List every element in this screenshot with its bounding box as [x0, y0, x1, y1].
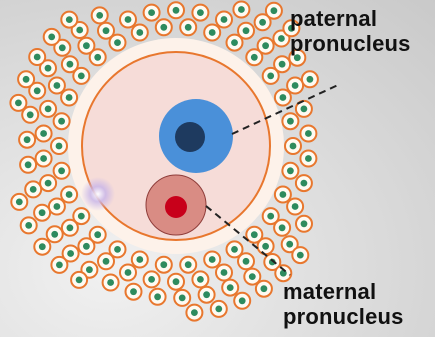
follicle-cell-icon [258, 238, 274, 254]
follicle-cell-icon [51, 257, 67, 273]
follicle-cell-icon [49, 199, 65, 215]
follicle-cell-icon [54, 113, 70, 129]
follicle-cell-icon [258, 38, 274, 54]
follicle-cell-icon [20, 157, 36, 173]
follicle-cell-icon [61, 187, 77, 203]
follicle-cell-icon [34, 239, 50, 255]
follicle-cell-icon [78, 38, 94, 54]
maternal-nucleolus [165, 196, 187, 218]
follicle-cell-icon [282, 113, 298, 129]
follicle-cell-icon [10, 95, 26, 111]
follicle-cell-icon [132, 25, 148, 41]
follicle-cell-icon [103, 275, 119, 291]
follicle-cell-icon [36, 126, 52, 142]
follicle-cell-icon [282, 163, 298, 179]
follicle-cell-icon [180, 19, 196, 35]
follicle-cell-icon [29, 49, 45, 65]
follicle-cell-icon [234, 293, 250, 309]
follicle-cell-icon [300, 126, 316, 142]
follicle-cell-icon [156, 19, 172, 35]
follicle-cell-icon [199, 287, 215, 303]
follicle-cell-icon [186, 305, 202, 321]
follicle-cell-icon [238, 253, 254, 269]
follicle-cell-icon [287, 199, 303, 215]
paternal-label-line-2: pronucleus [290, 31, 411, 56]
follicle-cell-icon [296, 216, 312, 232]
paternal-label-line-1: paternal [290, 6, 377, 31]
follicle-cell-icon [98, 253, 114, 269]
follicle-cell-icon [174, 290, 190, 306]
follicle-cell-icon [62, 56, 78, 72]
follicle-cell-icon [274, 56, 290, 72]
follicle-cell-icon [21, 217, 37, 233]
follicle-cell-icon [275, 90, 291, 106]
follicle-cell-icon [222, 280, 238, 296]
follicle-cell-icon [144, 5, 160, 21]
follicle-cell-icon [71, 272, 87, 288]
follicle-cell-icon [180, 257, 196, 273]
follicle-cell-icon [126, 284, 142, 300]
follicle-cell-icon [287, 78, 303, 94]
maternal-label-line-1: maternal [283, 279, 376, 304]
follicle-cell-icon [120, 12, 136, 28]
maternal-label-line-2: pronucleus [283, 304, 404, 329]
follicle-cell-icon [156, 257, 172, 273]
follicle-cell-icon [19, 132, 35, 148]
follicle-cell-icon [256, 281, 272, 297]
follicle-cell-icon [302, 71, 318, 87]
follicle-cell-icon [204, 252, 220, 268]
follicle-cell-icon [47, 226, 63, 242]
follicle-cell-icon [44, 29, 60, 45]
follicle-cell-icon [61, 90, 77, 106]
follicle-cell-icon [150, 289, 166, 305]
follicle-cell-icon [40, 175, 56, 191]
follicle-cell-icon [192, 5, 208, 21]
follicle-cell-icon [120, 265, 136, 281]
follicle-cell-icon [144, 271, 160, 287]
follicle-cell-icon [132, 252, 148, 268]
follicle-cell-icon [274, 220, 290, 236]
follicle-cell-icon [233, 2, 249, 18]
follicle-cell-icon [296, 175, 312, 191]
follicle-cell-icon [192, 271, 208, 287]
follicle-cell-icon [51, 138, 67, 154]
polar-body-icon [81, 177, 115, 211]
follicle-cell-icon [25, 181, 41, 197]
follicle-cell-icon [300, 151, 316, 167]
follicle-cell-icon [204, 25, 220, 41]
follicle-cell-icon [292, 247, 308, 263]
follicle-cell-icon [40, 101, 56, 117]
follicle-cell-icon [49, 78, 65, 94]
follicle-cell-icon [18, 71, 34, 87]
paternal-pronucleus-label: paternal pronucleus [290, 6, 411, 56]
follicle-cell-icon [266, 3, 282, 19]
paternal-pronucleus [159, 99, 233, 173]
follicle-cell-icon [54, 163, 70, 179]
follicle-cell-icon [62, 220, 78, 236]
follicle-cell-icon [216, 265, 232, 281]
follicle-cell-icon [78, 238, 94, 254]
paternal-nucleolus [175, 122, 205, 152]
follicle-cell-icon [216, 12, 232, 28]
follicle-cell-icon [275, 187, 291, 203]
follicle-cell-icon [36, 151, 52, 167]
follicle-cell-icon [238, 23, 254, 39]
follicle-cell-icon [11, 194, 27, 210]
follicle-cell-icon [98, 23, 114, 39]
follicle-cell-icon [92, 7, 108, 23]
maternal-pronucleus [146, 175, 206, 235]
follicle-cell-icon [168, 2, 184, 18]
follicle-cell-icon [61, 12, 77, 28]
follicle-cell-icon [168, 274, 184, 290]
follicle-cell-icon [211, 301, 227, 317]
follicle-cell-icon [34, 205, 50, 221]
follicle-cell-icon [285, 138, 301, 154]
maternal-pronucleus-label: maternal pronucleus [283, 279, 404, 329]
